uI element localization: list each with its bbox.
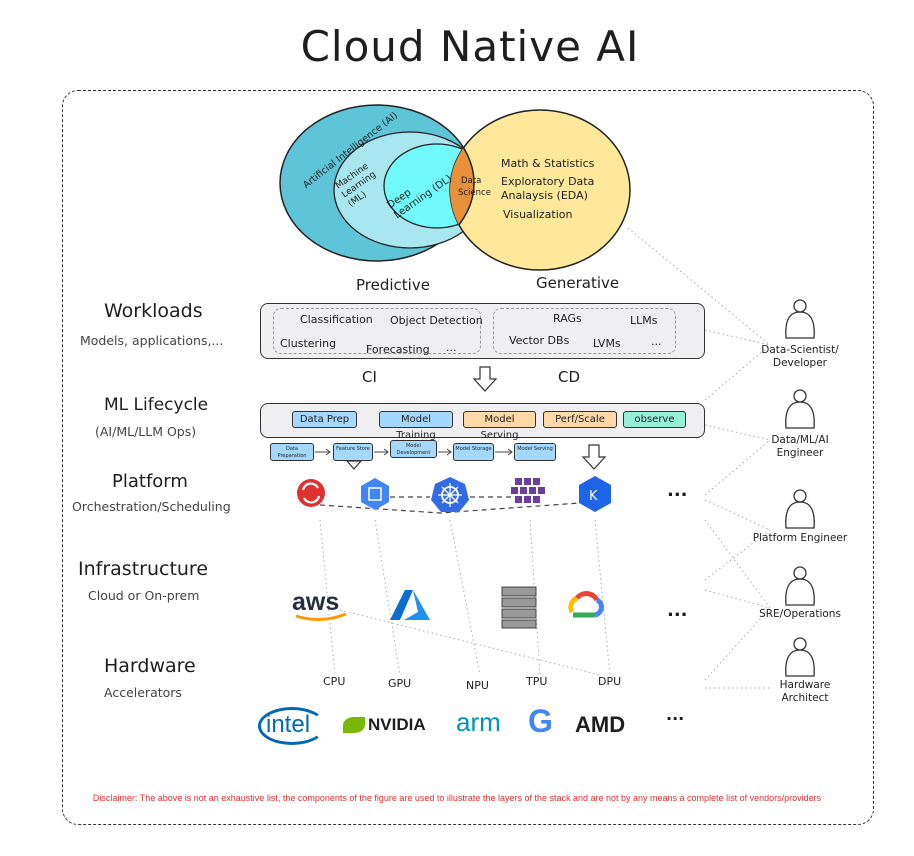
platform-title: Platform: [112, 471, 188, 492]
diagram-frame: [62, 90, 874, 825]
infrastructure-title: Infrastructure: [78, 558, 209, 580]
ds-item: Exploratory Data: [501, 175, 595, 188]
infrastructure-more: ...: [667, 600, 688, 621]
ds-item: Math & Statistics: [501, 157, 595, 170]
data-science-label: Data: [461, 176, 482, 186]
workload-item: Vector DBs: [509, 334, 570, 347]
workloads-subtitle: Models, applications,...: [80, 333, 224, 348]
ci-label: CI: [362, 368, 377, 386]
stage-model-serving: Model Serving: [463, 411, 536, 441]
arm-logo: arm: [456, 707, 501, 737]
hardware-item: DPU: [598, 675, 622, 688]
person-icons: [785, 299, 815, 677]
workload-item: RAGs: [553, 312, 582, 325]
openshift-icon: [297, 479, 325, 507]
lifecycle-title: ML Lifecycle: [104, 395, 209, 415]
stage-perf-scale: Perf/Scale: [543, 411, 617, 428]
generative-group: [493, 308, 676, 354]
google-cloud-logo: [568, 591, 604, 618]
role-sre: SRE/Operations: [759, 608, 841, 620]
intel-logo-ring: [258, 707, 326, 745]
workload-item: ...: [651, 335, 662, 348]
kubeflow-icon: [511, 478, 545, 503]
svg-text:aws: aws: [292, 588, 339, 616]
google-logo: G: [528, 703, 553, 739]
workload-item: LLMs: [630, 314, 658, 327]
stage-observe: observe: [623, 411, 686, 428]
vendors-more: ...: [666, 705, 685, 724]
hardware-subtitle: Accelerators: [104, 685, 182, 700]
hardware-item: CPU: [323, 675, 346, 688]
workload-item: Object Detection: [390, 314, 483, 327]
workload-item: LVMs: [593, 337, 621, 350]
infrastructure-subtitle: Cloud or On-prem: [88, 588, 200, 603]
lifecycle-subtitle: (AI/ML/LLM Ops): [95, 424, 197, 439]
nvidia-logo: NVIDIA: [368, 715, 426, 734]
stage-data-prep: Data Prep: [292, 411, 357, 428]
platform-more: ...: [667, 480, 688, 501]
role-platform-engineer: Platform Engineer: [752, 532, 848, 544]
pipeline-step: Model Development: [390, 440, 437, 458]
role-data-scientist: Data-Scientist/Developer: [761, 344, 839, 369]
disclaimer: Disclaimer: The above is not an exhausti…: [92, 793, 822, 803]
ci-arrow: [345, 366, 607, 470]
page-title: Cloud Native AI: [300, 22, 640, 71]
hardware-item: GPU: [388, 677, 412, 690]
pipeline-step: Data Preparation: [270, 443, 314, 461]
workload-item: ...: [446, 341, 457, 354]
venn-diagram: [279, 104, 631, 271]
pipeline-step: Model Storage: [453, 443, 494, 461]
predictive-label: Predictive: [356, 276, 430, 294]
amd-logo: AMD: [575, 712, 626, 737]
platform-subtitle: Orchestration/Scheduling: [72, 499, 231, 514]
generative-label: Generative: [536, 274, 620, 292]
aws-logo: aws: [292, 588, 347, 621]
server-icon: [501, 586, 537, 629]
pipeline-arrows: [315, 448, 513, 456]
kubernetes-icon: [431, 477, 469, 512]
intel-logo: intel: [266, 711, 311, 738]
svg-text:K: K: [589, 489, 598, 504]
azure-logo: [390, 590, 430, 620]
workloads-title: Workloads: [104, 300, 203, 322]
ds-item: Analaysis (EDA): [501, 189, 588, 202]
overlap-region: [450, 110, 475, 262]
kserve-icon: K: [579, 476, 611, 512]
data-science-label-2: Science: [458, 188, 491, 198]
cd-label: CD: [558, 368, 581, 386]
workload-item: Forecasting: [366, 343, 430, 356]
platform-links: [319, 496, 581, 514]
stage-model-training: Model Training: [379, 411, 453, 441]
workloads-band: [260, 303, 705, 359]
nvidia-eye-icon: [343, 717, 365, 733]
predictive-group: [273, 308, 481, 354]
hardware-title: Hardware: [104, 655, 196, 677]
pipeline-step: Feature Store: [333, 443, 373, 461]
gke-icon: [361, 478, 389, 510]
hardware-item: TPU: [526, 675, 548, 688]
ds-item: Visualization: [503, 208, 573, 221]
workload-item: Clustering: [280, 337, 337, 350]
hardware-item: NPU: [466, 679, 489, 692]
workload-item: Classification: [300, 313, 373, 326]
pipeline-step: Model Serving: [514, 443, 556, 461]
